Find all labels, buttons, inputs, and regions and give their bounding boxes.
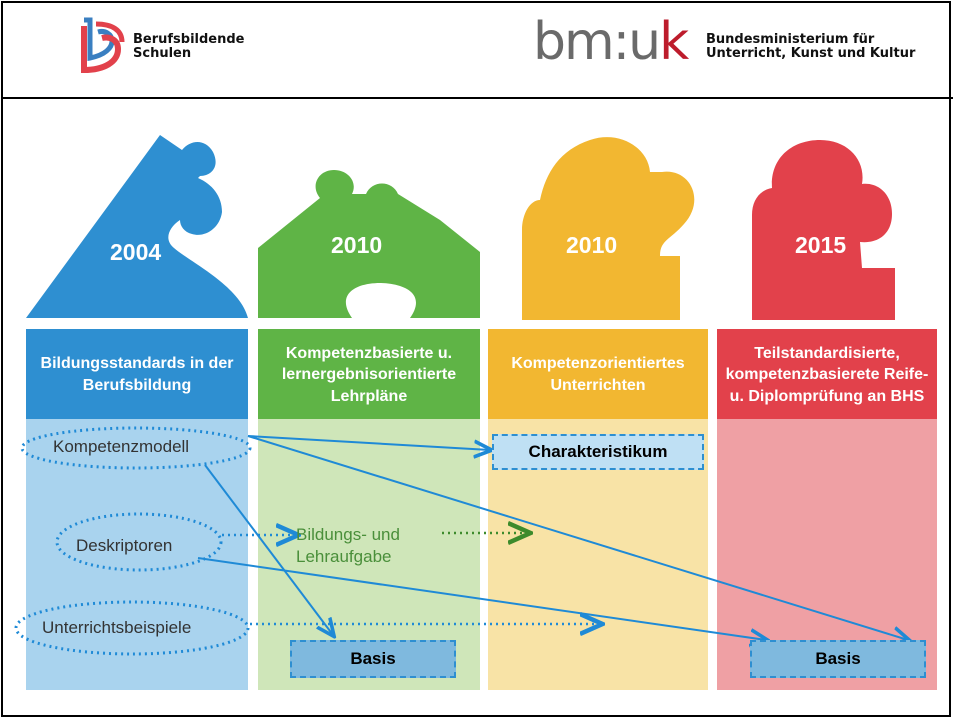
year-label-1: 2004: [110, 239, 162, 265]
bildungs-line1: Bildungs- und: [296, 525, 400, 544]
basis-box-right: Basis: [750, 640, 926, 678]
column-1-header-bg: [26, 329, 248, 419]
bbs-logo-text: Berufsbildende Schulen: [133, 32, 245, 62]
kompetenzmodell-label: Kompetenzmodell: [53, 437, 190, 456]
bmuk-wordmark: bm:uk: [533, 16, 689, 68]
header-divider: [1, 97, 953, 99]
unterrichtsbeispiele-ellipse: [14, 600, 250, 656]
arrow-kompetenzmodell-charakteristikum: [247, 435, 490, 450]
bbs-logo-line1: Berufsbildende: [133, 32, 245, 47]
year-label-2: 2010: [331, 232, 383, 258]
puzzle-piece-4: [752, 140, 895, 320]
deskriptoren-label: Deskriptoren: [76, 536, 173, 555]
bildungs-line2: Lehraufgabe: [296, 547, 392, 567]
column-3-title: Kompetenzorientiertes Unterrichten: [511, 355, 685, 394]
deskriptoren-ellipse: [55, 512, 223, 572]
unterrichtsbeispiele-label: Unterrichtsbeispiele: [42, 618, 192, 637]
basis-box-left: Basis: [290, 640, 456, 678]
year-label-3: 2010: [566, 232, 618, 258]
arrow-kompetenzmodell-basis-left: [204, 464, 333, 635]
bbs-logo-line2: Schulen: [133, 46, 192, 62]
column-1-title: Bildungsstandards in der Berufsbildung: [40, 355, 234, 394]
bmuk-wordmark-left: bm:u: [533, 12, 661, 72]
charakteristikum-box: Charakteristikum: [492, 434, 704, 470]
puzzle-piece-3: [522, 137, 695, 320]
bmuk-wordmark-k: k: [659, 12, 689, 72]
puzzle-piece-2: [258, 170, 480, 318]
ministry-name: Bundesministerium für Unterricht, Kunst …: [706, 32, 916, 62]
bildungs-lehraufgabe-label: Bildungs- und Lehraufgabe: [296, 524, 400, 568]
column-4-header-bg: [717, 329, 937, 419]
puzzle-piece-1: [26, 135, 248, 318]
bbs-logo-icon: [81, 17, 125, 74]
column-2-title: Kompetenzbasierte u. lernergebnisorienti…: [281, 344, 457, 405]
arrow-deskriptoren-basis-right: [197, 557, 766, 640]
column-4-title: Teilstandardisierte, kompetenzbasierete …: [725, 344, 929, 405]
ministry-line1: Bundesministerium für: [706, 32, 875, 47]
column-2-header-bg: [258, 329, 480, 419]
arrow-kompetenzmodell-basis-right: [247, 435, 908, 640]
kompetenzmodell-ellipse: [20, 426, 252, 470]
column-3-header-bg: [488, 329, 708, 419]
year-label-4: 2015: [795, 232, 847, 258]
ministry-line2: Unterricht, Kunst und Kultur: [706, 46, 916, 62]
